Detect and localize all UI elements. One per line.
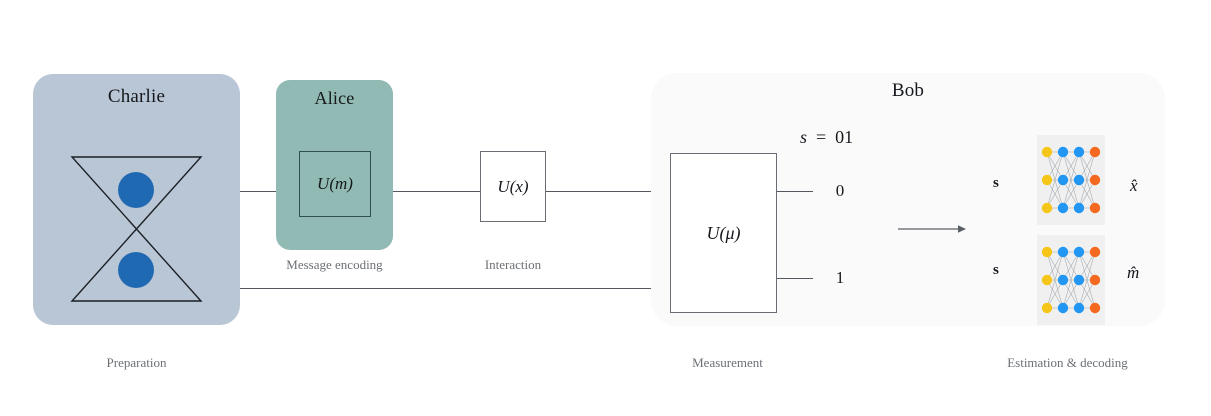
wire-charlie-to-bob-lower	[240, 288, 671, 289]
caption-estimation-decoding: Estimation & decoding	[1007, 355, 1128, 370]
bob-title: Bob	[891, 80, 925, 101]
wire-charlie-to-alice	[240, 191, 300, 192]
outcome-symbol: s	[800, 127, 808, 147]
gate-u-x-label: U(x)	[497, 176, 529, 196]
neural-network-icon	[1041, 146, 1101, 214]
neural-network-icon	[1041, 246, 1101, 314]
gate-u-x: U(x)	[480, 151, 546, 222]
entangled-particle-bottom	[118, 252, 154, 288]
alice-panel	[276, 80, 393, 250]
gate-u-m-label: U(m)	[317, 174, 353, 193]
network-input-label-x: s	[993, 175, 999, 191]
estimate-x-label: x̂	[1130, 176, 1138, 195]
wire-alice-to-interaction	[370, 191, 481, 192]
gate-u-mu: U(μ)	[670, 153, 777, 313]
charlie-title: Charlie	[107, 86, 166, 107]
measurement-outcome-string: s = 01	[800, 127, 854, 147]
entangled-particle-top	[118, 172, 154, 208]
network-input-label-m: s	[993, 262, 999, 278]
alice-title: Alice	[314, 88, 355, 108]
outcome-stub-0	[777, 191, 813, 192]
right-arrow-icon	[898, 225, 966, 233]
estimate-m-label: m̂	[1127, 263, 1140, 282]
outcome-value: 01	[835, 127, 854, 147]
wire-interaction-to-bob	[545, 191, 671, 192]
outcome-digit-0: 0	[835, 181, 845, 200]
caption-interaction: Interaction	[484, 257, 542, 272]
outcome-digit-1: 1	[835, 268, 845, 287]
caption-message-encoding: Message encoding	[286, 257, 383, 272]
caption-preparation: Preparation	[106, 355, 167, 370]
outcome-stub-1	[777, 278, 813, 279]
gate-u-m: U(m)	[299, 151, 371, 217]
neural-network-panel-m	[1037, 235, 1105, 325]
neural-network-panel-x	[1037, 135, 1105, 225]
gate-u-mu-label: U(μ)	[706, 222, 741, 243]
bowtie-entangled-pair-icon	[70, 156, 203, 302]
caption-measurement: Measurement	[692, 355, 763, 370]
